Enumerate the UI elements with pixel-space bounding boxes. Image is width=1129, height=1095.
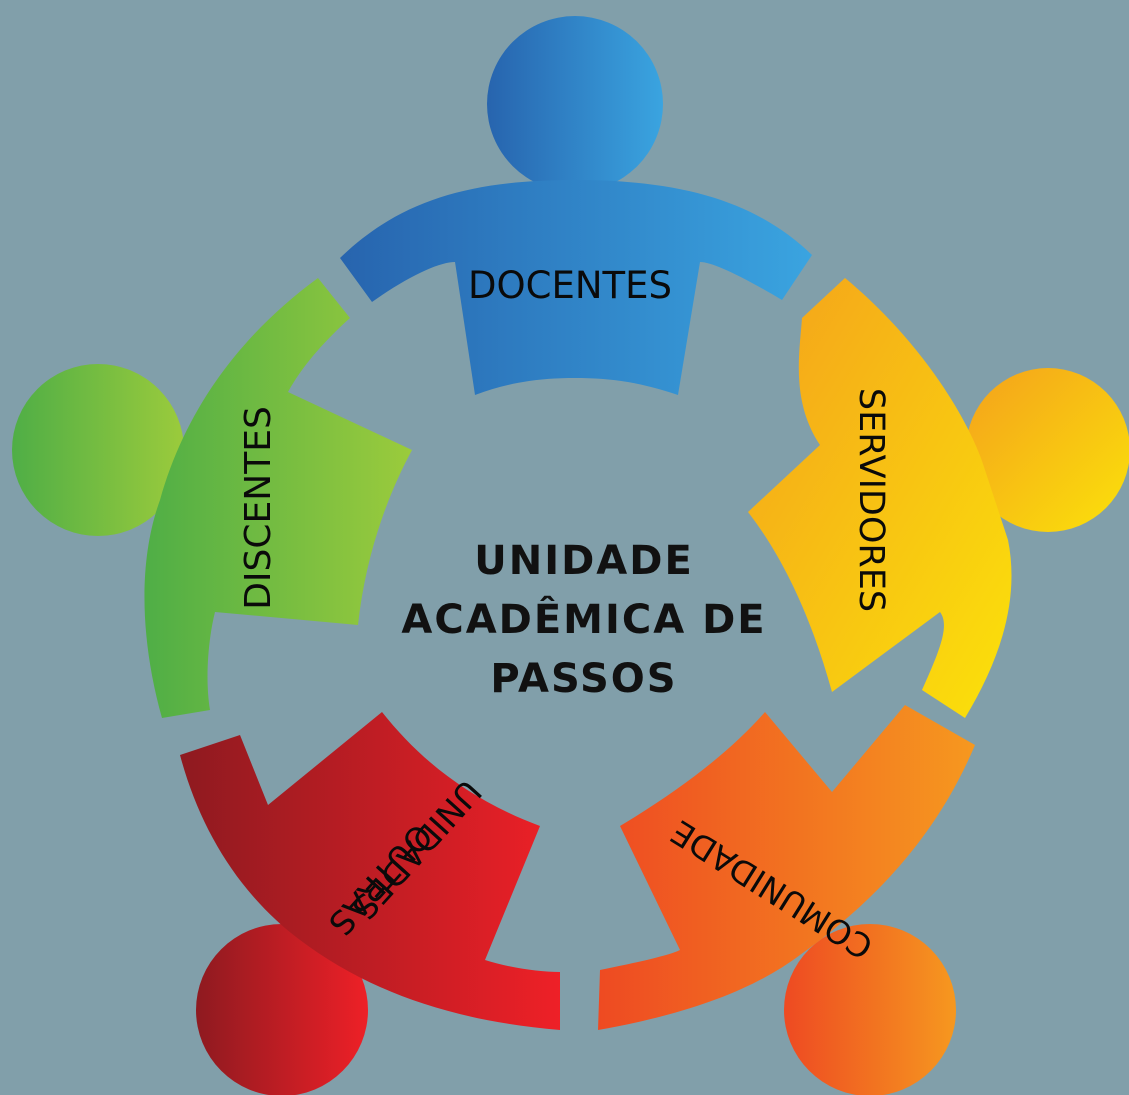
outras-unidades-body xyxy=(180,712,560,1030)
center-title: UNIDADE ACADÊMICA DE PASSOS xyxy=(364,532,804,709)
servidores-label: SERVIDORES xyxy=(851,388,891,612)
center-title-line2: ACADÊMICA DE xyxy=(401,597,767,643)
figure-servidores: SERVIDORES xyxy=(748,278,1129,718)
servidores-head xyxy=(966,368,1129,532)
docentes-label: DOCENTES xyxy=(468,264,672,307)
discentes-body xyxy=(144,278,413,718)
docentes-body xyxy=(340,180,812,395)
comunidade-head xyxy=(784,924,956,1095)
servidores-body xyxy=(748,278,1012,718)
center-title-line1: UNIDADE xyxy=(474,538,694,584)
comunidade-body xyxy=(598,705,975,1030)
figure-docentes: DOCENTES xyxy=(340,16,812,395)
docentes-head xyxy=(487,16,663,192)
outras-unidades-head xyxy=(196,924,368,1095)
discentes-label: DISCENTES xyxy=(238,406,279,610)
discentes-head xyxy=(12,364,184,536)
figure-discentes: DISCENTES xyxy=(12,278,413,718)
center-title-line3: PASSOS xyxy=(490,656,678,702)
figure-outras-unidades: OUTRAS UNIDADES xyxy=(180,712,560,1095)
figure-comunidade: COMUNIDADE xyxy=(598,705,975,1095)
